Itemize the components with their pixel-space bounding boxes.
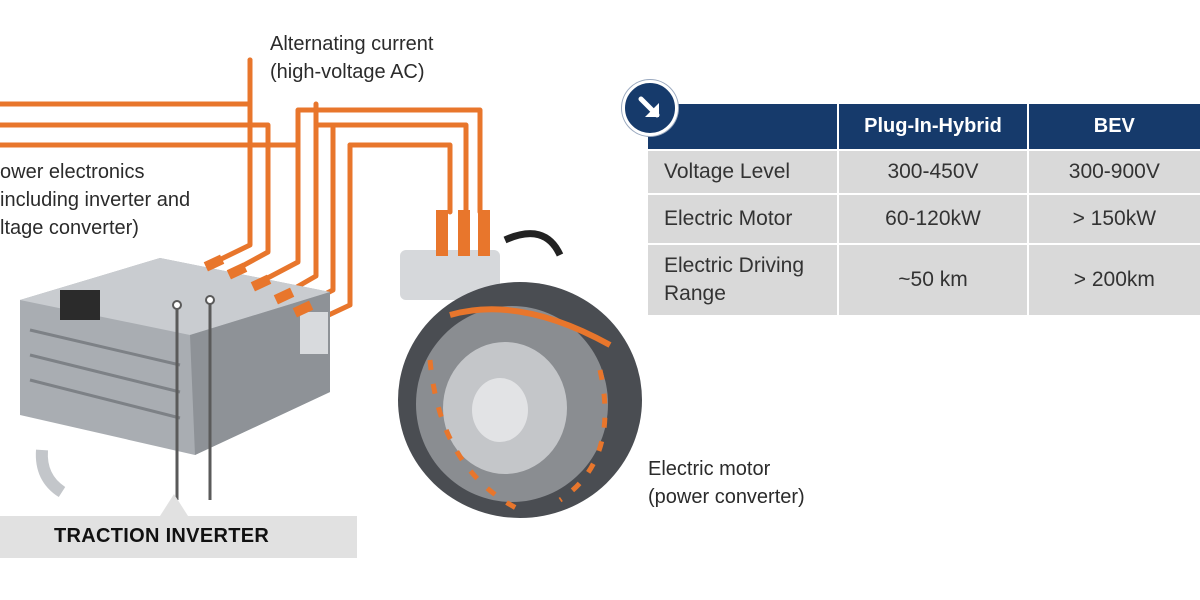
inverter-connectors: [203, 254, 314, 318]
traction-inverter-label-box: [0, 516, 357, 558]
table-header-phev: Plug-In-Hybrid: [839, 104, 1029, 149]
cell-phev-motor: 60-120kW: [839, 193, 1029, 243]
cell-bev-voltage: 300-900V: [1028, 149, 1200, 193]
row-label-driving-range-line1: Electric Driving: [664, 254, 805, 277]
traction-label-pointer: [160, 494, 188, 516]
spec-comparison-table: Plug-In-Hybrid BEV Voltage Level 300-450…: [648, 104, 1200, 315]
table-badge: [622, 80, 678, 136]
traction-inverter-label: TRACTION INVERTER: [54, 525, 270, 547]
table-row: Voltage Level 300-450V 300-900V: [648, 149, 1200, 193]
row-label-driving-range-line2: Range: [664, 282, 726, 305]
table-header-row: Plug-In-Hybrid BEV: [648, 104, 1200, 149]
row-label-electric-motor: Electric Motor: [648, 193, 840, 243]
power-electronics-label-line3: ltage converter): [0, 217, 139, 239]
electric-motor-label-line2: (power converter): [648, 486, 805, 508]
cell-phev-voltage: 300-450V: [839, 149, 1029, 193]
arrow-down-right-icon: [638, 96, 660, 118]
table-row: Electric Motor 60-120kW > 150kW: [648, 193, 1200, 243]
power-electronics-label-line2: including inverter and: [0, 189, 191, 211]
ac-label-line2: (high-voltage AC): [270, 61, 425, 83]
table-row: Electric Driving Range ~50 km > 200km: [648, 243, 1200, 315]
callout-lines: [175, 300, 212, 500]
power-electronics-label-line1: ower electronics: [0, 161, 145, 183]
ac-label-line1: Alternating current: [270, 33, 434, 55]
table-header-bev: BEV: [1028, 104, 1200, 149]
table-header-empty: [648, 104, 840, 149]
electric-motor-unit: [398, 210, 642, 518]
electric-motor-label-line1: Electric motor: [648, 458, 771, 480]
cell-phev-range: ~50 km: [839, 243, 1029, 315]
row-label-driving-range: Electric Driving Range: [648, 243, 840, 315]
traction-inverter-unit: [20, 258, 330, 498]
cell-bev-motor: > 150kW: [1028, 193, 1200, 243]
cell-bev-range: > 200km: [1028, 243, 1200, 315]
row-label-voltage-level: Voltage Level: [648, 149, 840, 193]
